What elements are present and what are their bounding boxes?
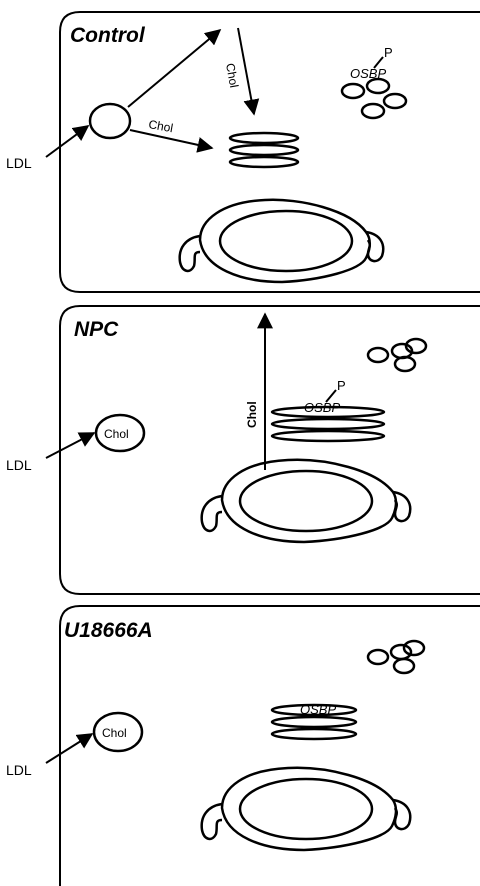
osbp-vesicles xyxy=(342,79,406,118)
panel-u18666a-border xyxy=(60,606,480,886)
chol-to-golgi-arrow-1 xyxy=(238,28,254,114)
panel-control: Control LDL Chol Chol OSBP P xyxy=(6,12,480,292)
ldl-uptake-arrow-u18666a xyxy=(46,734,92,763)
vesicles-npc xyxy=(368,339,426,371)
panel-npc-title: NPC xyxy=(74,318,119,341)
panel-u18666a-vesicle-label: Chol xyxy=(102,726,127,740)
panel-control-chol-label-2: Chol xyxy=(147,117,174,135)
panel-u18666a: U18666A LDL Chol OSBP xyxy=(6,606,480,886)
panel-u18666a-title: U18666A xyxy=(64,619,153,642)
vesicles-u18666a xyxy=(368,641,424,673)
endosome-vesicle xyxy=(90,104,130,138)
panel-npc-ldl-label: LDL xyxy=(6,457,32,473)
panel-control-ldl-label: LDL xyxy=(6,155,32,171)
nucleus-er-u18666a xyxy=(202,768,411,850)
golgi-stack xyxy=(230,133,298,167)
panel-control-chol-label-1: Chol xyxy=(223,62,241,89)
ldl-uptake-arrow xyxy=(46,126,88,157)
panel-u18666a-ldl-label: LDL xyxy=(6,762,32,778)
panel-control-title: Control xyxy=(70,24,146,47)
nucleus-er-npc xyxy=(202,460,411,542)
panel-npc: NPC LDL Chol Chol OSBP P xyxy=(6,306,480,594)
panel-npc-chol-label: Chol xyxy=(245,401,259,428)
panel-control-osbp-label: OSBP xyxy=(350,66,386,81)
panel-control-phospho-label: P xyxy=(384,45,393,60)
ldl-uptake-arrow-npc xyxy=(46,433,94,458)
panel-npc-phospho-label: P xyxy=(337,378,346,393)
panel-control-border xyxy=(60,12,480,292)
panel-npc-vesicle-label: Chol xyxy=(104,427,129,441)
nucleus-er xyxy=(180,200,384,282)
